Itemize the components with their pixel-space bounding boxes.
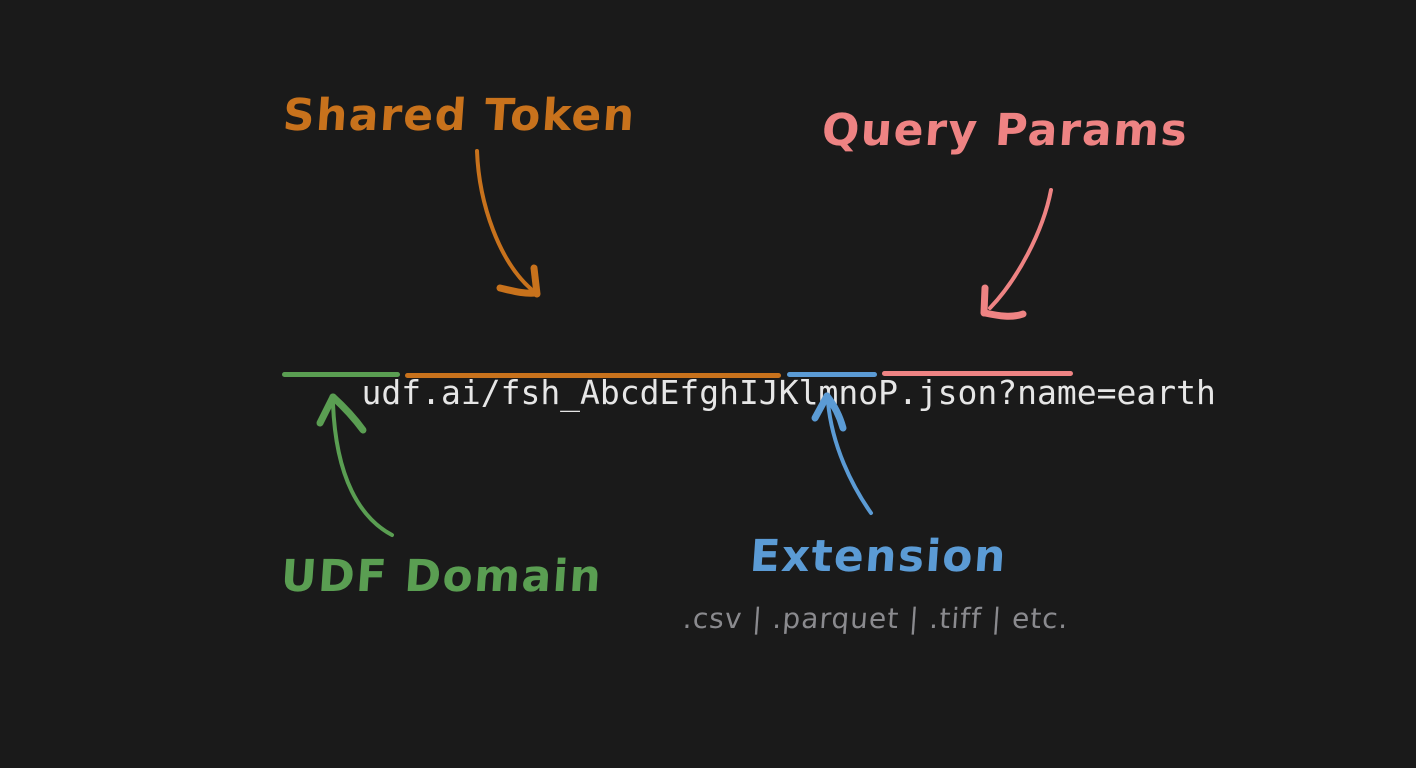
url-segment-query: ?name=earth [997, 373, 1216, 412]
url-segment-token: fsh_AbcdEfghIJKlmnoP [500, 373, 898, 412]
arrow-query-params [980, 188, 1053, 320]
url-segment-separator: / [480, 373, 501, 412]
label-extension: Extension [748, 531, 1009, 582]
label-extension-examples: .csv | .parquet | .tiff | etc. [681, 602, 1070, 635]
url-segment-domain: udf.ai [361, 373, 481, 412]
underline-query-params [882, 371, 1073, 376]
label-shared-token: Shared Token [281, 90, 638, 141]
label-query-params: Query Params [820, 105, 1191, 156]
underline-udf-domain [282, 372, 400, 377]
underline-shared-token [405, 373, 781, 378]
url-segment-extension: .json [897, 373, 998, 412]
label-udf-domain: UDF Domain [279, 551, 605, 602]
arrow-udf-domain [316, 393, 394, 537]
url-string: udf.ai/fsh_AbcdEfghIJKlmnoP.json?name=ea… [282, 327, 1215, 412]
underline-extension [787, 372, 877, 377]
arrow-shared-token [475, 149, 541, 298]
